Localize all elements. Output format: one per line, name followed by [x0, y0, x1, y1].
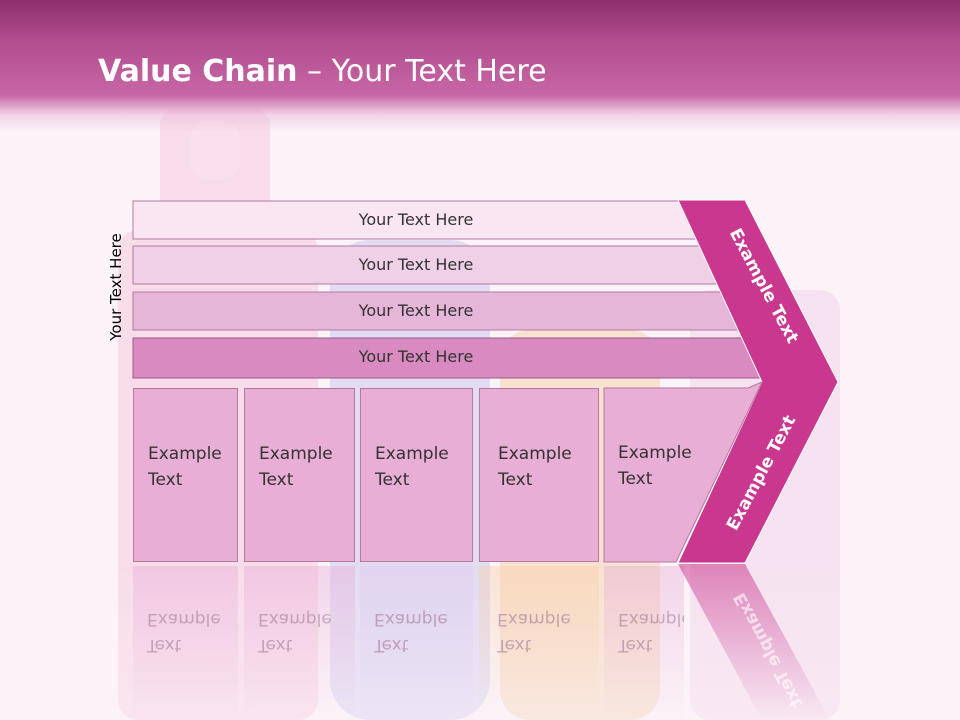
reflection-column-4: Text Example [479, 566, 599, 720]
reflection-1-line-2: Text [147, 635, 182, 655]
reflection-2-line-1: Example [258, 609, 332, 629]
column-4-line-1: Example [498, 444, 572, 464]
slide-title: Value Chain – Your Text Here [98, 54, 547, 89]
support-bar-1-polygon [132, 200, 712, 240]
support-bar-2: Your Text Here [132, 245, 718, 285]
column-5-line-2: Text [618, 469, 653, 489]
reflection-2-line-2: Text [258, 635, 293, 655]
column-2-line-2: Text [259, 470, 294, 490]
column-3-line-2: Text [375, 470, 410, 490]
reflection-3-line-2: Text [374, 635, 409, 655]
title-rest: – Your Text Here [297, 54, 547, 89]
reflection-column-3: Text Example [360, 566, 473, 720]
side-label: Your Text Here [107, 233, 125, 341]
title-banner [0, 0, 960, 132]
reflection-1-line-1: Example [147, 609, 221, 629]
support-bar-4: Your Text Here [132, 337, 772, 379]
reflection-3-line-1: Example [374, 609, 448, 629]
column-4-line-2: Text [498, 470, 533, 490]
column-2-line-1: Example [259, 444, 333, 464]
support-bar-1-shape [132, 200, 712, 240]
reflection-chevron [678, 564, 830, 720]
reflection-4-line-1: Example [497, 609, 571, 629]
reflection-4-line-2: Text [497, 635, 532, 655]
support-bar-3-label: Your Text Here [358, 301, 474, 320]
title-bold: Value Chain [98, 54, 298, 89]
reflection-chevron-shape [678, 564, 830, 720]
support-bar-2-label: Your Text Here [358, 255, 474, 274]
margin-chevron [603, 199, 839, 564]
support-bar-1-label: Your Text Here [358, 210, 474, 229]
support-bar-4-label: Your Text Here [358, 347, 474, 366]
reflection-column-2: Text Example [244, 566, 355, 720]
column-5-line-1: Example [618, 443, 692, 463]
column-1-line-1: Example [148, 444, 222, 464]
reflection-column-1: Text Example [133, 566, 238, 720]
column-3-line-1: Example [375, 444, 449, 464]
column-5-arrow-shape [603, 381, 764, 563]
support-bar-1: Your Text Here [132, 200, 712, 240]
column-1-line-2: Text [148, 470, 183, 490]
